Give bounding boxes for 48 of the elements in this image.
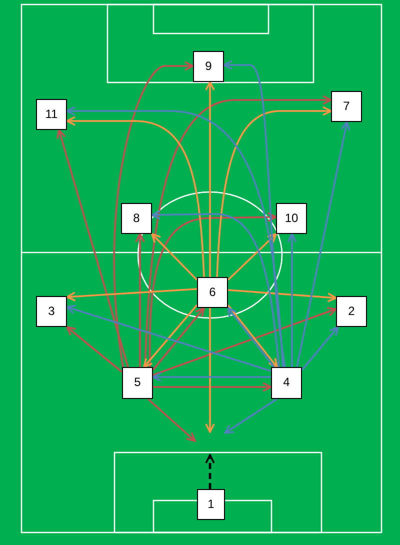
arrow (152, 307, 337, 376)
arrow (151, 233, 198, 281)
player-box (36, 99, 67, 130)
arrow (296, 121, 350, 368)
arrow (224, 398, 278, 434)
curved-arrow (66, 116, 205, 278)
arrow (205, 81, 215, 277)
player-number: 7 (343, 100, 350, 113)
player-number: 2 (348, 305, 355, 318)
player-box (197, 489, 225, 520)
player-box (197, 277, 228, 308)
arrow (301, 326, 339, 371)
player-box (276, 203, 307, 234)
player-box (336, 296, 367, 327)
player-number: 9 (205, 60, 212, 73)
arrow (147, 398, 196, 442)
arrow (135, 233, 145, 367)
player-number: 11 (45, 108, 58, 121)
player-number: 5 (134, 376, 141, 389)
arrow (152, 307, 205, 371)
arrow (66, 304, 272, 372)
curved-arrow (113, 61, 194, 368)
curved-arrow (66, 106, 284, 368)
arrow (56, 129, 129, 368)
player-box (36, 296, 67, 327)
player-box (121, 203, 152, 234)
arrow (287, 233, 297, 367)
dashed-arrow (205, 454, 215, 489)
player-number: 3 (48, 305, 55, 318)
player-number: 10 (284, 212, 298, 225)
player-number: 4 (283, 376, 290, 389)
arrow (66, 326, 123, 373)
arrow (152, 372, 271, 382)
player-number: 6 (209, 286, 216, 299)
player-box (271, 367, 302, 399)
player-box (122, 367, 153, 399)
arrow (153, 382, 272, 392)
player-number: 8 (133, 212, 140, 225)
player-box (193, 51, 224, 82)
arrow (143, 304, 198, 368)
curved-arrow (216, 106, 332, 278)
player-number: 1 (208, 498, 214, 511)
player-box (331, 91, 362, 122)
arrow (205, 308, 215, 433)
arrow (228, 289, 337, 302)
arrow (66, 288, 198, 302)
arrow (227, 233, 277, 281)
curved-arrow (223, 60, 286, 368)
